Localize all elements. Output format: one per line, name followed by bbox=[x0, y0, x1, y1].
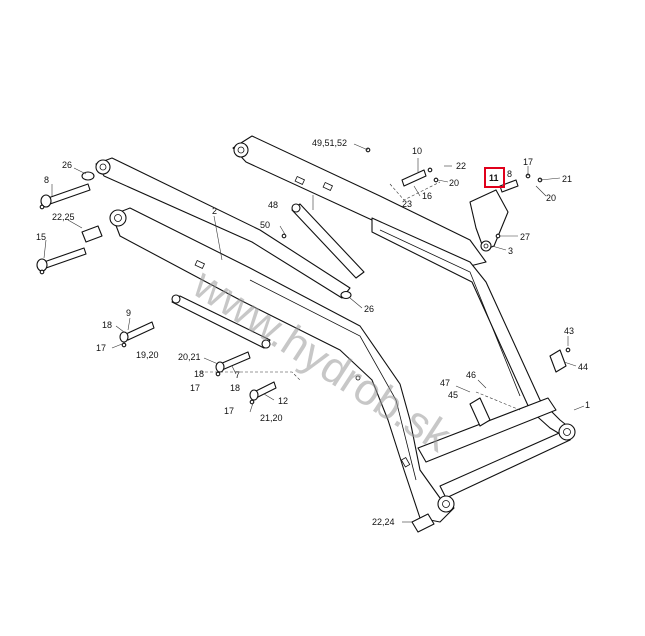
callout-45[interactable]: 45 bbox=[448, 390, 458, 400]
callout-50[interactable]: 50 bbox=[260, 220, 270, 230]
callout-2[interactable]: 2 bbox=[212, 206, 217, 216]
callout-17-a[interactable]: 17 bbox=[96, 343, 106, 353]
callout-17-b[interactable]: 17 bbox=[190, 383, 200, 393]
callout-27[interactable]: 27 bbox=[520, 232, 530, 242]
callout-20-21[interactable]: 20,21 bbox=[178, 352, 201, 362]
callout-22-25[interactable]: 22,25 bbox=[52, 212, 75, 222]
callout-18-c[interactable]: 18 bbox=[230, 383, 240, 393]
callout-21-20[interactable]: 21,20 bbox=[260, 413, 283, 423]
callout-22-24[interactable]: 22,24 bbox=[372, 517, 395, 527]
callout-11[interactable]: 11 bbox=[489, 173, 499, 183]
pins-and-bushings bbox=[36, 147, 571, 533]
watermark-text: www.hydrob.sk bbox=[184, 259, 461, 462]
callout-23[interactable]: 23 bbox=[402, 199, 412, 209]
callout-19-20[interactable]: 19,20 bbox=[136, 350, 159, 360]
callout-43[interactable]: 43 bbox=[564, 326, 574, 336]
leader-lines bbox=[43, 143, 585, 523]
callout-20-a[interactable]: 20 bbox=[449, 178, 459, 188]
callout-8-left[interactable]: 8 bbox=[44, 175, 49, 185]
callout-48[interactable]: 48 bbox=[268, 200, 278, 210]
assembly-guides bbox=[200, 181, 521, 411]
callout-44[interactable]: 44 bbox=[578, 362, 588, 372]
callout-16[interactable]: 16 bbox=[422, 191, 432, 201]
callout-7[interactable]: 7 bbox=[235, 370, 240, 380]
callout-18-a[interactable]: 18 bbox=[102, 320, 112, 330]
callout-15[interactable]: 15 bbox=[36, 232, 46, 242]
callout-26-mid[interactable]: 26 bbox=[364, 304, 374, 314]
bracket-assembly bbox=[469, 189, 509, 252]
callout-3[interactable]: 3 bbox=[508, 246, 513, 256]
callout-22-right[interactable]: 22 bbox=[456, 161, 466, 171]
callout-17-c[interactable]: 17 bbox=[224, 406, 234, 416]
callout-1[interactable]: 1 bbox=[585, 400, 590, 410]
callout-46[interactable]: 46 bbox=[466, 370, 476, 380]
callout-21-top[interactable]: 21 bbox=[562, 174, 572, 184]
callout-49-51-52[interactable]: 49,51,52 bbox=[312, 138, 347, 148]
callout-12[interactable]: 12 bbox=[278, 396, 288, 406]
callout-18-b[interactable]: 18 bbox=[194, 369, 204, 379]
callout-9[interactable]: 9 bbox=[126, 308, 131, 318]
callout-47[interactable]: 47 bbox=[440, 378, 450, 388]
hydraulic-cylinder-7 bbox=[171, 294, 271, 349]
callout-26-top[interactable]: 26 bbox=[62, 160, 72, 170]
callout-labels: 26 8 22,25 15 2 49,51,52 10 22 20 16 23 … bbox=[36, 138, 590, 527]
highlight-box bbox=[484, 167, 505, 188]
callout-20-b[interactable]: 20 bbox=[546, 193, 556, 203]
callout-17-top[interactable]: 17 bbox=[523, 157, 533, 167]
hydraulic-cylinder-48 bbox=[291, 195, 365, 279]
callout-8-right[interactable]: 8 bbox=[507, 169, 512, 179]
callout-10[interactable]: 10 bbox=[412, 146, 422, 156]
main-boom-frame bbox=[109, 135, 576, 523]
